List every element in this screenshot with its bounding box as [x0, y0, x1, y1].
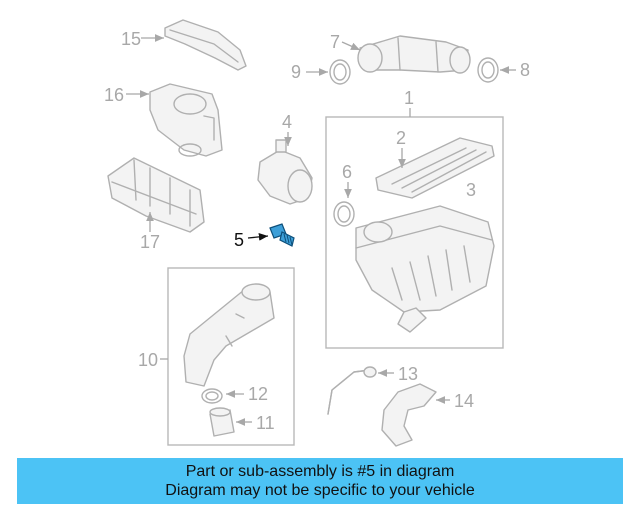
part-14-hose[interactable]: [381, 383, 437, 447]
part-12-hose-clamp[interactable]: [201, 388, 223, 404]
callout-17: 17: [140, 232, 160, 252]
banner-line-2: Diagram may not be specific to your vehi…: [165, 482, 475, 499]
callout-2: 2: [396, 128, 406, 148]
part-13-breather-tube[interactable]: [327, 366, 377, 415]
callout-5: 5: [234, 230, 244, 250]
callout-4: 4: [282, 112, 292, 132]
callout-15: 15: [121, 29, 141, 49]
callout-9: 9: [291, 62, 301, 82]
part-5-bolt[interactable]: [269, 223, 295, 247]
part-10-intake-tube[interactable]: [183, 283, 275, 387]
callout-1: 1: [404, 88, 414, 108]
callout-7: 7: [330, 32, 340, 52]
callout-13: 13: [398, 364, 418, 384]
part-7-intake-hose[interactable]: [357, 35, 471, 74]
callout-16: 16: [104, 85, 124, 105]
callout-8: 8: [520, 60, 530, 80]
part-9-hose-clamp[interactable]: [329, 59, 351, 85]
callout-14: 14: [454, 391, 474, 411]
air-cleaner-assembly-box: [325, 116, 504, 349]
callout-3: 3: [466, 180, 476, 200]
part-8-hose-clamp[interactable]: [477, 57, 499, 83]
info-banner: Part or sub-assembly is #5 in diagram Di…: [17, 458, 623, 504]
part-11-coupler[interactable]: [209, 407, 235, 437]
part-15-resonator-cover[interactable]: [164, 19, 247, 71]
intake-tube-assembly-box: [167, 267, 295, 446]
part-4-mass-air-flow-sensor[interactable]: [257, 139, 313, 205]
callout-12: 12: [248, 384, 268, 404]
callout-11: 11: [256, 413, 275, 433]
part-16-resonator-housing[interactable]: [149, 83, 223, 157]
leader-7: [341, 41, 361, 51]
part-6-gasket[interactable]: [333, 201, 355, 227]
part-3-air-cleaner-housing[interactable]: [355, 205, 495, 333]
part-2-air-filter[interactable]: [375, 137, 495, 199]
part-17-intake-duct[interactable]: [107, 157, 205, 233]
leader-5: [247, 233, 269, 241]
exploded-parts-diagram: 15 16 17 7 9 8 4: [104, 19, 530, 447]
callout-6: 6: [342, 162, 352, 182]
callout-10: 10: [138, 350, 158, 370]
banner-line-1: Part or sub-assembly is #5 in diagram: [185, 463, 455, 480]
